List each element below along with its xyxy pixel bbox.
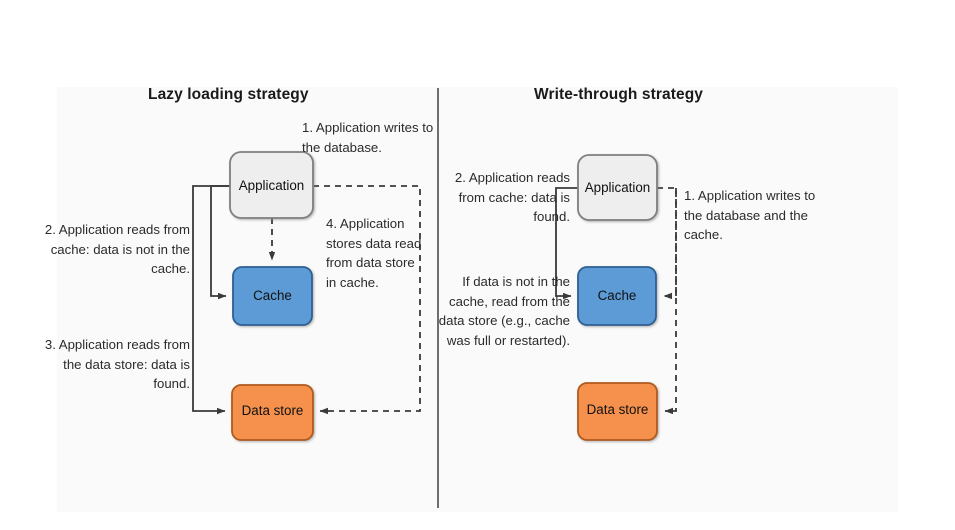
left-connector-app-to-cache xyxy=(210,185,230,300)
left-node-cache-label: Cache xyxy=(253,288,292,303)
right-node-application-label: Application xyxy=(584,180,651,195)
right-connector-app-to-cache xyxy=(555,187,578,300)
right-node-application xyxy=(577,154,658,221)
left-note-step-3: 3. Application reads from the data store… xyxy=(44,337,190,392)
left-note-step-2: 2. Application reads from cache: data is… xyxy=(44,222,190,277)
left-node-datastore xyxy=(231,384,314,441)
right-note-step-2: 2. Application reads from cache: data is… xyxy=(454,170,570,225)
right-node-cache xyxy=(577,266,657,326)
left-node-cache xyxy=(232,266,313,326)
right-node-datastore xyxy=(577,382,658,441)
left-node-datastore-label: Data store xyxy=(241,403,304,418)
left-panel-title: Lazy loading strategy xyxy=(148,86,309,103)
right-connector-app-to-cache-write xyxy=(657,187,677,300)
right-connector-app-to-datastore-write xyxy=(664,188,677,415)
right-node-datastore-label: Data store xyxy=(586,402,649,417)
left-note-step-4: 4. Application stores data read from dat… xyxy=(326,216,422,290)
right-node-cache-label: Cache xyxy=(597,288,637,303)
diagram-panel-background xyxy=(57,87,898,512)
right-panel-title: Write-through strategy xyxy=(534,86,703,103)
left-note-step-1: 1. Application writes to the database. xyxy=(302,120,434,155)
left-connector-app-to-datastore xyxy=(192,185,230,415)
left-node-application-label: Application xyxy=(238,178,305,193)
right-note-step-1: 1. Application writes to the database an… xyxy=(684,188,816,243)
left-node-application xyxy=(229,151,314,219)
right-note-fallback: If data is not in the cache, read from t… xyxy=(438,274,570,348)
